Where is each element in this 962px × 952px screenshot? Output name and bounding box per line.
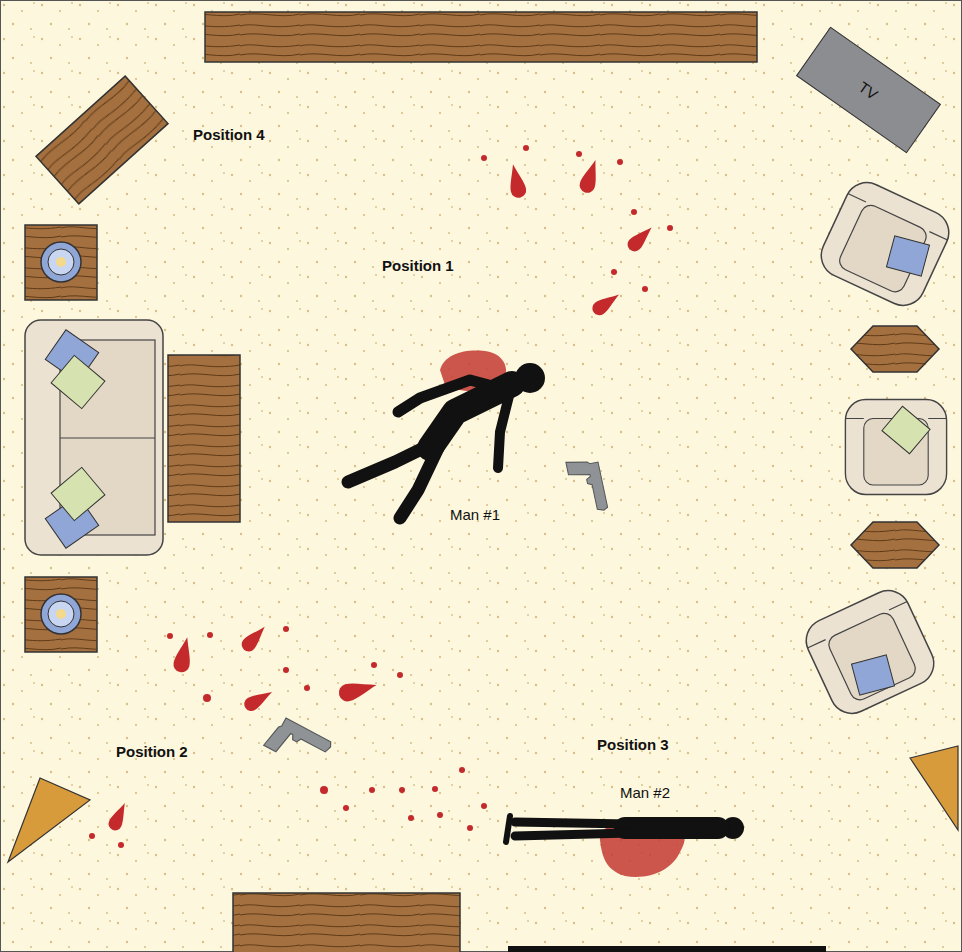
position-label: Position 2 <box>116 743 188 761</box>
victim-label: Man #1 <box>450 506 500 524</box>
tv-label: TV <box>855 78 880 103</box>
position-label: Position 4 <box>193 126 265 144</box>
victim-label: Man #2 <box>620 784 670 802</box>
position-label: Position 3 <box>597 736 669 754</box>
position-label: Position 1 <box>382 257 454 275</box>
